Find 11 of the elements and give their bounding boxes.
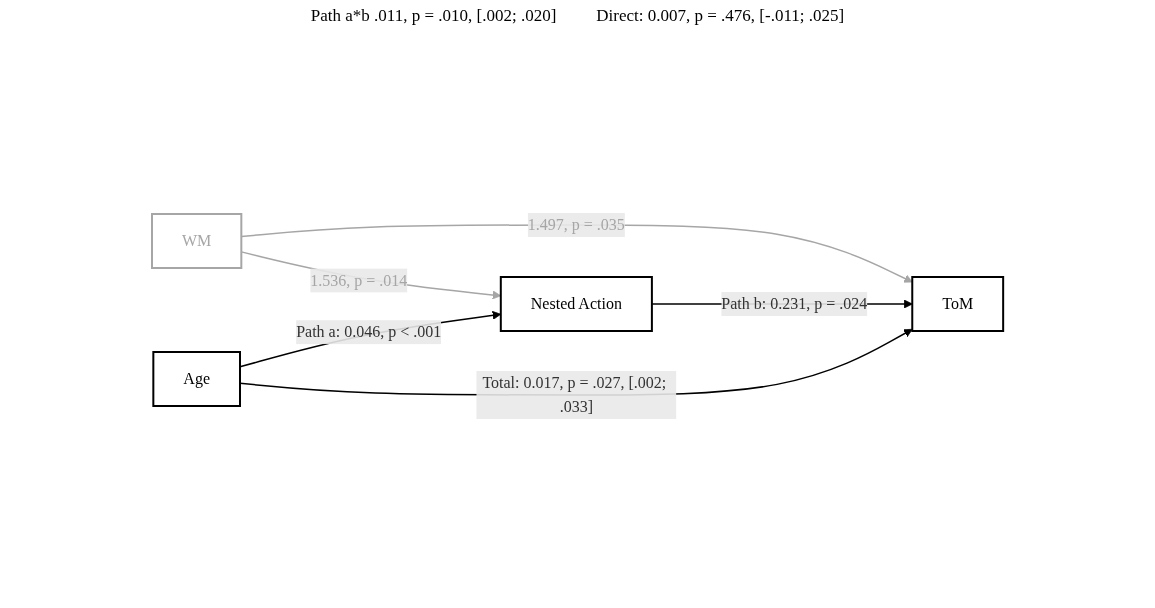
- node-box: ToM: [911, 276, 1005, 332]
- path-coefficient-note: Path a*b .011, p = .010, [.002; .020]: [310, 6, 557, 26]
- edge-label: Path a: 0.046, p < .001: [296, 323, 442, 341]
- edge-label: 1.497, p = .035: [527, 216, 625, 233]
- node-box: WM: [150, 213, 243, 269]
- edge-label: Total: 0.017, p = .027, [.002; .033]: [482, 374, 667, 415]
- edge-label: Path b: 0.231, p = .024: [721, 295, 868, 312]
- node-box: Age: [152, 351, 241, 407]
- edge-label: 1.536, p = .014: [310, 271, 408, 289]
- node-box: Nested Action: [499, 276, 653, 332]
- path-coefficient-note: Direct: 0.007, p = .476, [-.011; .025]: [596, 6, 845, 26]
